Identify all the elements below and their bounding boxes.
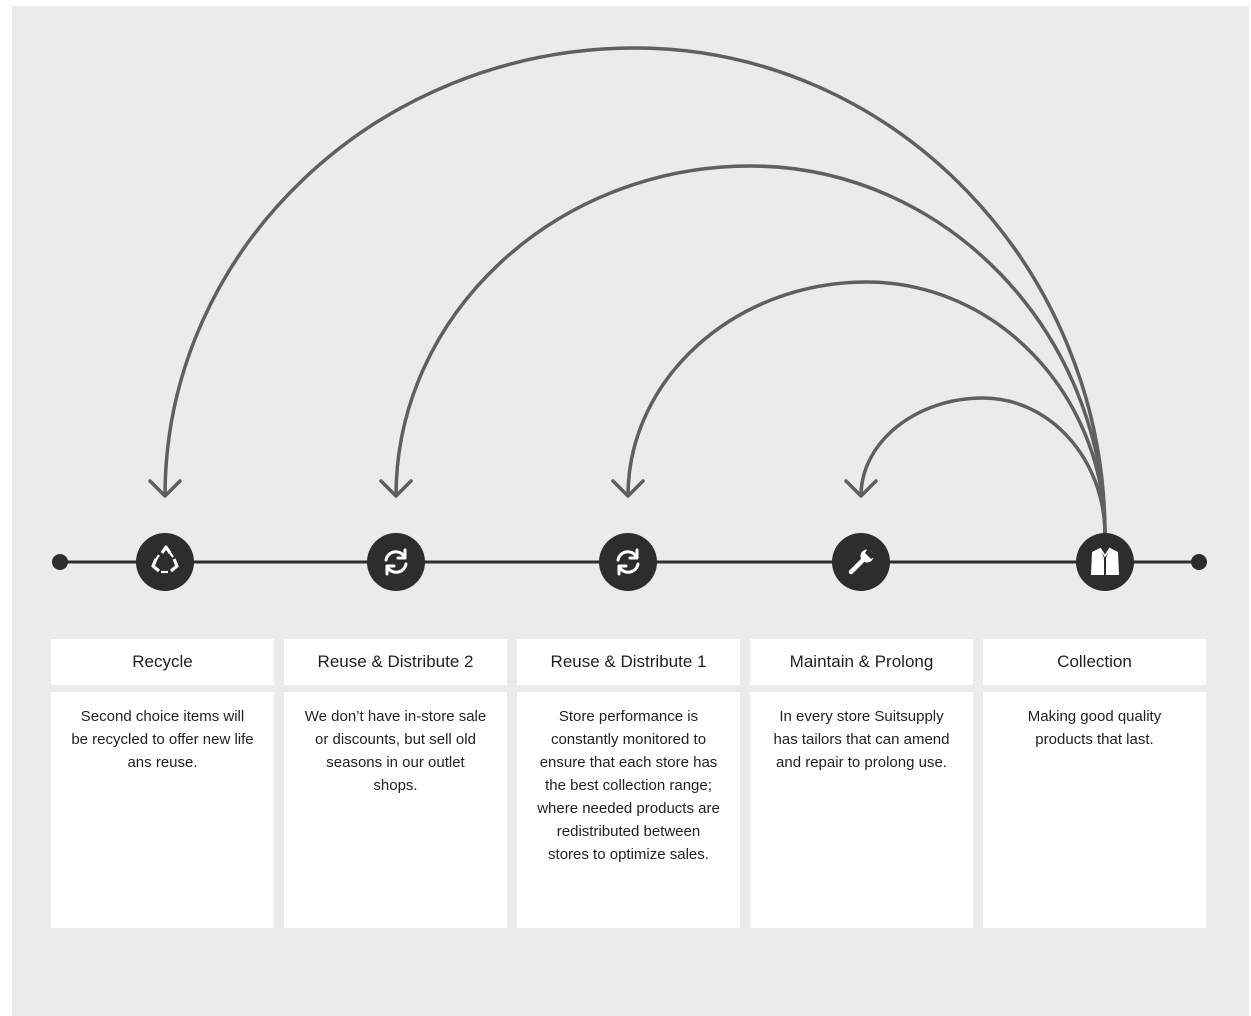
timeline-start-dot: [52, 554, 68, 570]
stage-node-reuse-distribute-1: [599, 533, 657, 591]
stage-title: Reuse & Distribute 1: [550, 652, 707, 671]
flow-arc-collection-to-reuse-distribute-2: [394, 164, 1107, 536]
stage-description-card-recycle: Second choice items will be recycled to …: [51, 692, 274, 928]
stage-title-card-collection: Collection: [983, 639, 1206, 685]
flow-arcs: [148, 46, 1107, 536]
stage-description-card-collection: Making good quality products that last.: [983, 692, 1206, 928]
refresh-icon: [384, 548, 408, 576]
stage-title: Maintain & Prolong: [789, 652, 934, 671]
stage-node-recycle: [136, 533, 194, 591]
stage-description: Making good quality products that last.: [1027, 708, 1162, 748]
stage-description: We don’t have in-store sale or discounts…: [304, 708, 487, 794]
wrench-icon: [848, 548, 876, 575]
refresh-icon: [616, 548, 640, 576]
arrowhead-maintain-prolong: [844, 479, 878, 498]
stage-node-collection: [1076, 533, 1134, 591]
timeline-end-dot: [1191, 554, 1207, 570]
flow-arc-collection-to-reuse-distribute-1: [626, 280, 1107, 536]
stage-node-maintain-prolong: [832, 533, 890, 591]
flow-arc-collection-to-maintain-prolong: [859, 396, 1107, 536]
recycle-icon: [151, 545, 179, 574]
stage-title: Recycle: [132, 652, 193, 671]
arrowhead-reuse-distribute-1: [611, 479, 645, 498]
stage-description: Store performance is constantly monitore…: [537, 708, 720, 863]
stage-description-card-reuse-distribute-2: We don’t have in-store sale or discounts…: [284, 692, 507, 928]
stage-node-reuse-distribute-2: [367, 533, 425, 591]
stage-title: Collection: [1057, 652, 1132, 671]
stage-title-card-reuse-distribute-1: Reuse & Distribute 1: [517, 639, 740, 685]
stage-description-card-maintain-prolong: In every store Suitsupply has tailors th…: [750, 692, 973, 928]
stage-title-card-recycle: Recycle: [51, 639, 274, 685]
stage-title-card-maintain-prolong: Maintain & Prolong: [750, 639, 973, 685]
stage-description: In every store Suitsupply has tailors th…: [773, 708, 950, 771]
flow-arc-collection-to-recycle: [163, 46, 1107, 536]
jacket-icon: [1091, 547, 1119, 575]
stage-title-card-reuse-distribute-2: Reuse & Distribute 2: [284, 639, 507, 685]
stage-title: Reuse & Distribute 2: [317, 652, 474, 671]
arrowhead-recycle: [148, 479, 182, 498]
arrowhead-reuse-distribute-2: [379, 479, 413, 498]
stage-description: Second choice items will be recycled to …: [71, 708, 254, 771]
stage-description-card-reuse-distribute-1: Store performance is constantly monitore…: [517, 692, 740, 928]
